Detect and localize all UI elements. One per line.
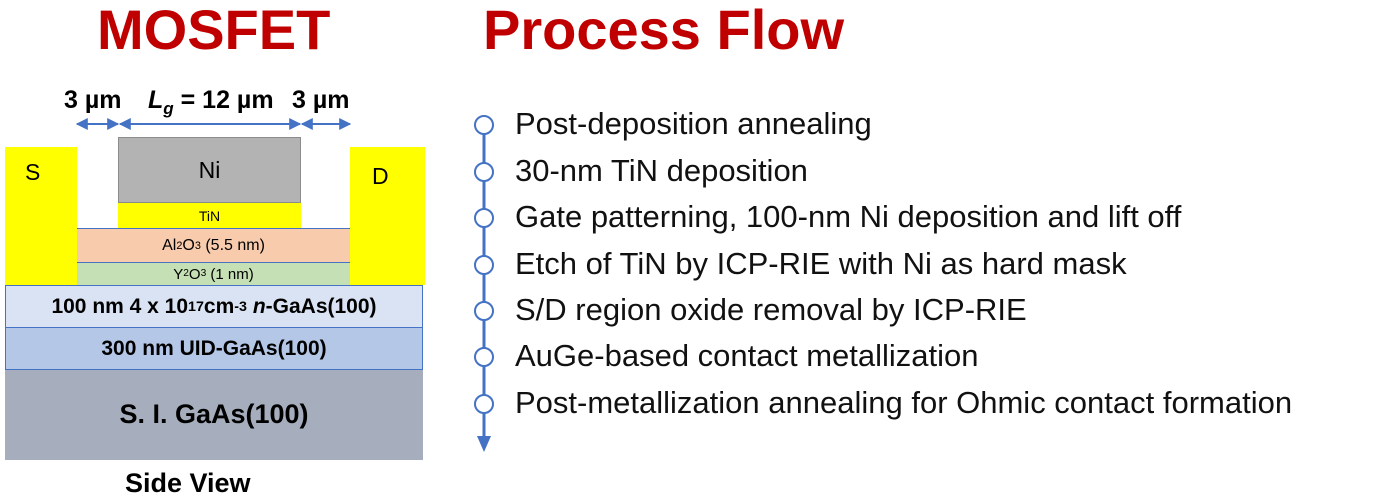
process-step-text: 30-nm TiN deposition <box>515 153 808 188</box>
process-step-text: AuGe-based contact metallization <box>515 338 979 373</box>
process-step-marker <box>474 162 494 182</box>
process-step-marker <box>474 208 494 228</box>
process-step-text: Post-deposition annealing <box>515 106 872 141</box>
process-step-text: S/D region oxide removal by ICP-RIE <box>515 292 1027 327</box>
gate-length-label: Lg = 12 µm <box>148 86 274 118</box>
process-step-marker <box>474 301 494 321</box>
source-gate-spacing-label: 3 µm <box>64 86 122 114</box>
tin-layer: TiN <box>118 203 301 228</box>
process-step-text: Post-metallization annealing for Ohmic c… <box>515 385 1293 420</box>
substrate-layer: S. I. GaAs(100) <box>5 369 423 460</box>
mosfet-title: MOSFET <box>97 0 331 61</box>
ni-gate: Ni <box>118 137 301 203</box>
process-step-marker <box>474 394 494 414</box>
gate-drain-spacing-label: 3 µm <box>292 86 350 114</box>
source-contact: S <box>5 147 77 285</box>
dimension-arrows <box>75 118 352 130</box>
process-step-marker <box>474 115 494 135</box>
process-step-text: Gate patterning, 100-nm Ni deposition an… <box>515 199 1182 234</box>
process-step-marker <box>474 347 494 367</box>
drain-contact: D <box>350 147 425 285</box>
process-step-marker <box>474 255 494 275</box>
process-step-text: Etch of TiN by ICP-RIE with Ni as hard m… <box>515 246 1127 281</box>
uid-gaas-layer: 300 nm UID-GaAs(100) <box>5 327 423 370</box>
side-view-caption: Side View <box>125 468 251 498</box>
process-flow-title: Process Flow <box>483 0 845 61</box>
